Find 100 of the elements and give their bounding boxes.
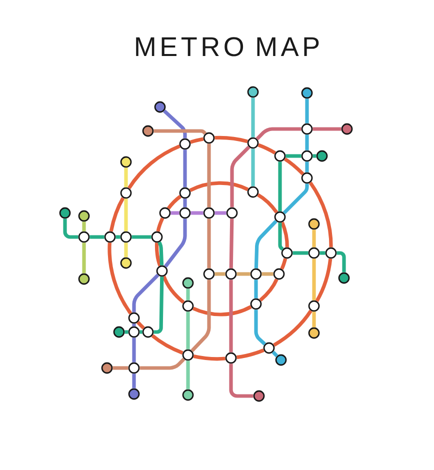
metro-line: [292, 251, 308, 255]
terminal-circle: [341, 123, 353, 135]
metro-line: [312, 230, 316, 248]
station-circle: [247, 137, 259, 149]
metro-line: [158, 241, 164, 266]
station-circle: [226, 207, 238, 219]
terminal-circle: [182, 389, 194, 401]
terminal-circle: [316, 150, 328, 162]
station-circle: [274, 211, 286, 223]
station-circle: [281, 247, 293, 259]
station-circle: [273, 268, 285, 280]
ring-line: [280, 258, 288, 270]
metro-line: [63, 218, 78, 239]
ring-line: [315, 258, 332, 302]
station-circle: [308, 247, 320, 259]
ring-line: [190, 137, 204, 144]
station-circle: [301, 123, 313, 135]
station-circle: [325, 247, 337, 259]
station-circle: [128, 312, 140, 324]
station-circle: [120, 187, 132, 199]
station-circle: [179, 187, 191, 199]
metro-line: [230, 146, 250, 208]
station-circle: [179, 207, 191, 219]
metro-line: [229, 364, 254, 398]
terminal-circle: [59, 207, 71, 219]
ring-line: [280, 222, 289, 248]
station-circle: [128, 326, 140, 338]
metro-line: [256, 127, 302, 140]
ring-line: [136, 321, 145, 330]
terminal-circle: [275, 354, 287, 366]
terminal-circle: [78, 210, 90, 222]
ring-line: [156, 217, 164, 232]
title: METRO MAP: [136, 37, 319, 56]
station-circle: [182, 300, 194, 312]
station-circle: [203, 268, 215, 280]
metro-line: [190, 280, 211, 352]
ring-line: [257, 193, 278, 214]
metro-line: [112, 366, 128, 370]
metro-line: [82, 242, 86, 274]
metro-line: [278, 162, 282, 212]
metro-line: [229, 280, 233, 352]
ring-line: [273, 310, 312, 347]
terminal-circle: [142, 125, 154, 137]
terminal-circle: [308, 218, 320, 230]
metro-line: [90, 235, 104, 239]
metro-line: [132, 235, 152, 239]
metro-line: [132, 338, 136, 362]
metro-line: [164, 218, 187, 268]
ring-line: [214, 136, 248, 144]
metro-line: [251, 148, 255, 186]
metro-line: [132, 274, 160, 312]
terminal-circle: [301, 87, 313, 99]
terminal-circle: [247, 86, 259, 98]
metro-line: [272, 350, 278, 358]
ring-line: [154, 242, 162, 266]
metro-line: [312, 312, 316, 328]
metro-line: [262, 272, 274, 276]
metro-line: [162, 110, 187, 138]
station-circle: [78, 231, 90, 243]
ring-line: [108, 242, 132, 314]
ring-line: [308, 182, 333, 248]
station-circle: [225, 352, 237, 364]
metro-line: [251, 98, 255, 138]
metro-line: [286, 154, 302, 158]
ring-line: [236, 348, 264, 360]
ring-line: [166, 194, 182, 210]
metro-line: [214, 272, 226, 276]
metro-line: [186, 312, 190, 350]
metro-line: [207, 218, 211, 268]
metro-line: [140, 358, 186, 370]
metro-line: [132, 374, 136, 388]
metro-line: [236, 272, 250, 276]
terminal-circle: [113, 326, 125, 338]
terminal-circle: [154, 101, 166, 113]
metro-line: [116, 235, 120, 239]
ring-line: [259, 278, 278, 302]
metro-line: [278, 222, 284, 251]
metro-line: [320, 251, 326, 255]
metro-line: [154, 129, 207, 135]
metro-line: [124, 198, 128, 232]
ring-line: [128, 144, 180, 190]
station-circle: [120, 231, 132, 243]
metro-line: [207, 144, 211, 208]
station-circle: [179, 138, 191, 150]
station-circle: [308, 300, 320, 312]
station-circle: [225, 268, 237, 280]
terminal-circle: [253, 390, 265, 402]
metro-line: [124, 242, 128, 258]
metro-line: [282, 184, 309, 214]
station-circle: [301, 150, 313, 162]
metro-line: [254, 310, 266, 346]
ring-line: [192, 305, 252, 316]
terminal-circle: [120, 257, 132, 269]
terminal-circle: [120, 156, 132, 168]
metro-line: [229, 218, 234, 268]
metro-line: [183, 198, 187, 208]
metro-line: [82, 222, 86, 232]
metro-line: [305, 162, 309, 172]
terminal-circle: [101, 362, 113, 374]
ring-line: [258, 143, 276, 155]
